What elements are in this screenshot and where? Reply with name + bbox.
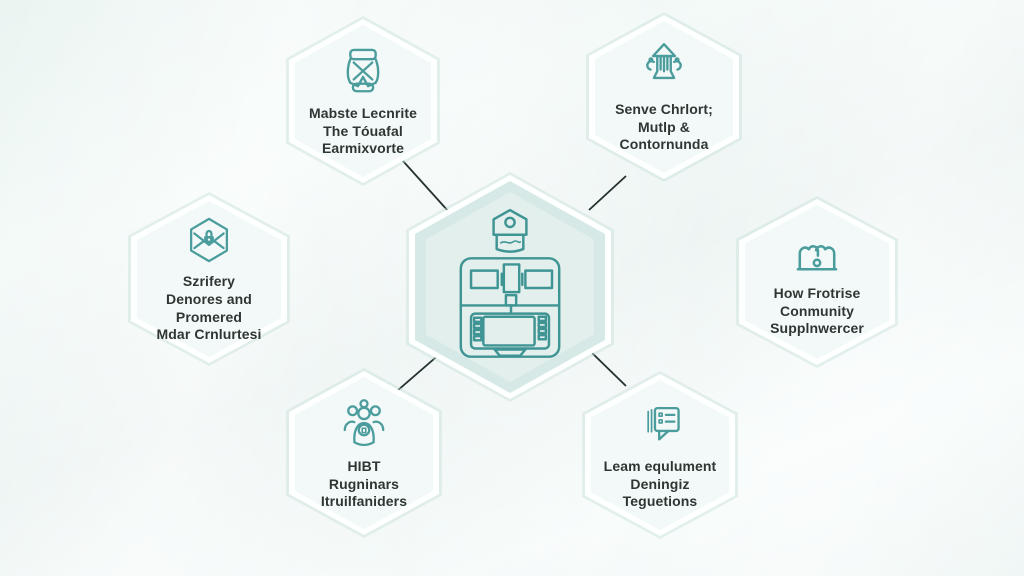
label-line: Conmunity xyxy=(779,302,854,319)
hands-community-icon xyxy=(796,245,838,271)
node-label: Szrifery Denores and Promered Mdar Crnlu… xyxy=(157,273,262,344)
shield-lock-icon xyxy=(189,217,229,263)
label-line: Mutlp & xyxy=(637,118,691,135)
label-line: How Frotrise xyxy=(773,285,861,302)
label-line: The Tóuafal xyxy=(323,122,403,139)
label-line: Promered xyxy=(175,308,243,325)
node-label: How Frotrise Conmunity Supplnwercer xyxy=(770,285,864,338)
chat-list-icon xyxy=(647,407,680,441)
label-line: Teguetions xyxy=(622,493,698,510)
safety-vest-icon xyxy=(346,48,380,93)
node-top-left: Mabste Lecnrite The Tóuafal Earmixvorte xyxy=(286,16,440,186)
node-mid-left: Szrifery Denores and Promered Mdar Crnlu… xyxy=(128,192,290,366)
node-label: Mabste Lecnrite The Tóuafal Earmixvorte xyxy=(309,105,417,158)
label-line: Earmixvorte xyxy=(321,140,405,157)
node-label: Leam equlument Deningiz Teguetions xyxy=(604,458,717,511)
label-line: Senve Chrlort; xyxy=(615,101,713,118)
label-line: Contornunda xyxy=(619,136,709,153)
label-line: Deningiz xyxy=(630,475,690,492)
node-top-right: Senve Chrlort; Mutlp & Contornunda xyxy=(586,12,742,182)
node-bottom-left: HIBT Rugninars Itruilfaniders xyxy=(286,368,442,538)
label-line: Leam equlument xyxy=(603,458,717,475)
node-bottom-right: Leam equlument Deningiz Teguetions xyxy=(582,371,738,539)
label-line: Supplnwercer xyxy=(770,320,864,337)
label-line: Itruilfaniders xyxy=(320,493,408,510)
label-line: Denores and xyxy=(166,290,252,307)
label-line: Rugninars xyxy=(328,475,400,492)
label-line: Mdar Crnlurtesi xyxy=(156,326,262,343)
node-label: Senve Chrlort; Mutlp & Contornunda xyxy=(615,101,713,154)
raised-hand-icon xyxy=(646,43,682,80)
label-line: HIBT xyxy=(347,458,381,475)
label-line: Szrifery xyxy=(182,273,236,290)
equipment-console-icon xyxy=(459,208,561,358)
node-label: HIBT Rugninars Itruilfaniders xyxy=(321,458,407,511)
label-line: Mabste Lecnrite xyxy=(308,105,418,122)
node-mid-right: How Frotrise Conmunity Supplnwercer xyxy=(736,196,898,368)
team-group-icon xyxy=(343,399,385,447)
